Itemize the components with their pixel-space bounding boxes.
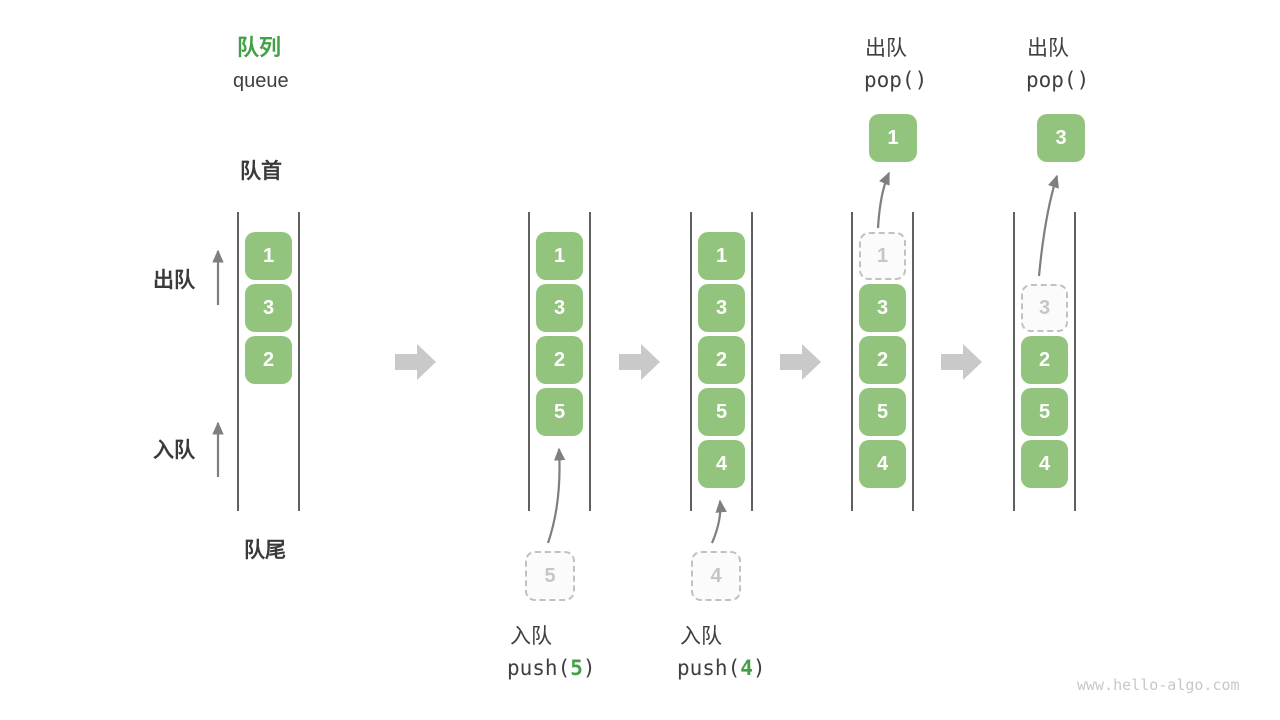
queue-cell: 4 <box>859 440 906 488</box>
push-5-arrow-icon <box>546 447 566 544</box>
queue-cell: 3 <box>245 284 292 332</box>
pop-operation-code: pop() <box>864 68 928 92</box>
push-arg-text: 4 <box>740 656 753 680</box>
queue-cell: 3 <box>698 284 745 332</box>
pop-operation-code: pop() <box>1026 68 1090 92</box>
pop-operation-label: 出队 <box>865 37 907 60</box>
queue-cell: 5 <box>1021 388 1068 436</box>
queue-cell: 2 <box>245 336 292 384</box>
label-queue-front: 队首 <box>240 160 282 183</box>
queue-cell: 1 <box>698 232 745 280</box>
queue-cell: 2 <box>698 336 745 384</box>
queue-cell: 5 <box>536 388 583 436</box>
ghost-cell: 1 <box>859 232 906 280</box>
push-4-arrow-icon <box>710 499 727 544</box>
queue-cell: 5 <box>698 388 745 436</box>
pop-3-arrow-icon <box>1037 174 1059 277</box>
queue-cell: 2 <box>859 336 906 384</box>
transition-arrow-icon <box>619 344 660 380</box>
queue-wall-line <box>912 212 914 511</box>
queue-wall-line <box>851 212 853 511</box>
queue-wall-line <box>298 212 300 511</box>
queue-wall-line <box>1013 212 1015 511</box>
queue-cell: 1 <box>245 232 292 280</box>
transition-arrow-icon <box>395 344 436 380</box>
transition-arrow-icon <box>941 344 982 380</box>
push-close-text: ) <box>752 656 766 680</box>
queue-cell: 2 <box>536 336 583 384</box>
queue-wall-line <box>1074 212 1076 511</box>
push-operation-code: push(5) <box>507 656 596 680</box>
queue-wall-line <box>690 212 692 511</box>
queue-cell: 4 <box>698 440 745 488</box>
queue-cell: 1 <box>536 232 583 280</box>
push-operation-label: 入队 <box>510 625 552 648</box>
queue-wall-line <box>528 212 530 511</box>
push-fn-text: push( <box>677 656 741 680</box>
queue-cell: 2 <box>1021 336 1068 384</box>
incoming-cell: 4 <box>691 551 741 601</box>
push-close-text: ) <box>582 656 596 680</box>
incoming-cell: 5 <box>525 551 575 601</box>
pop-operation-label: 出队 <box>1027 37 1069 60</box>
diagram-title-en: queue <box>233 70 289 92</box>
push-fn-text: push( <box>507 656 571 680</box>
label-dequeue-side: 出队 <box>153 269 195 292</box>
ghost-cell: 3 <box>1021 284 1068 332</box>
label-queue-rear: 队尾 <box>244 539 286 562</box>
queue-wall-line <box>751 212 753 511</box>
push-operation-code: push(4) <box>677 656 766 680</box>
watermark: www.hello-algo.com <box>1077 676 1240 694</box>
push-arg-text: 5 <box>570 656 583 680</box>
queue-wall-line <box>237 212 239 511</box>
queue-cell: 4 <box>1021 440 1068 488</box>
popped-cell: 3 <box>1037 114 1085 162</box>
popped-cell: 1 <box>869 114 917 162</box>
queue-wall-line <box>589 212 591 511</box>
label-enqueue-side: 入队 <box>153 439 195 462</box>
pop-1-arrow-icon <box>876 171 891 229</box>
queue-cell: 3 <box>859 284 906 332</box>
queue-cell: 5 <box>859 388 906 436</box>
diagram-title-zh: 队列 <box>237 35 282 60</box>
push-operation-label: 入队 <box>680 625 722 648</box>
queue-cell: 3 <box>536 284 583 332</box>
transition-arrow-icon <box>780 344 821 380</box>
